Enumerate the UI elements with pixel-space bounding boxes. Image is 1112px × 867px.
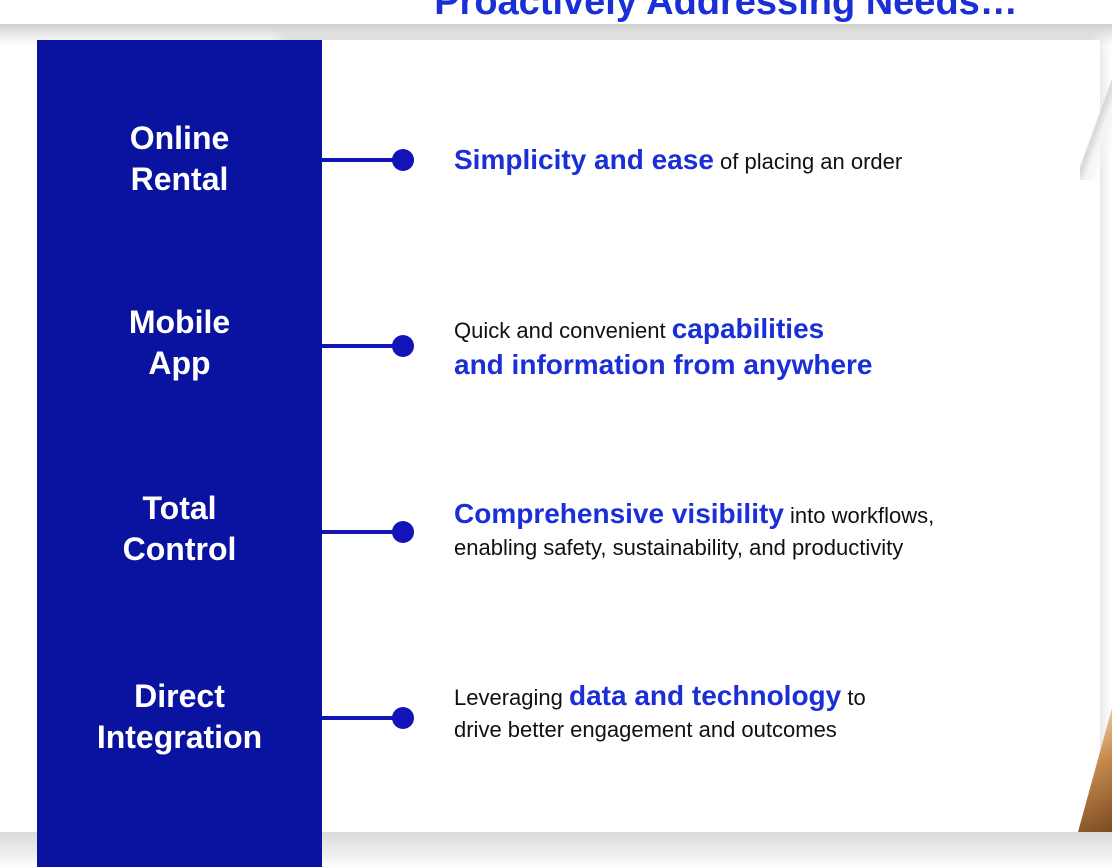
sidebar-item-total-control: Total Control xyxy=(37,488,322,570)
item-description: Leveraging data and technology to drive … xyxy=(454,680,866,746)
sidebar-item-direct-integration: Direct Integration xyxy=(37,676,322,758)
description-highlight: capabilities xyxy=(671,313,825,344)
description-text: Quick and convenient xyxy=(454,318,672,343)
connector-dot xyxy=(392,521,414,543)
description-text: Leveraging xyxy=(454,685,569,710)
connector-dot xyxy=(392,335,414,357)
connector-dot xyxy=(392,149,414,171)
item-description: Comprehensive visibility into workflows,… xyxy=(454,498,934,564)
description-highlight: data and technology xyxy=(568,680,842,711)
sidebar-item-label: Online xyxy=(129,120,230,156)
content-card xyxy=(280,40,1100,832)
sidebar-item-label: Control xyxy=(122,531,237,567)
connector-line xyxy=(322,158,404,162)
description-text: to xyxy=(841,685,866,710)
sidebar-item-label: Total xyxy=(142,490,217,526)
description-highlight: and information from anywhere xyxy=(454,349,873,380)
sidebar-item-mobile-app: Mobile App xyxy=(37,302,322,384)
item-description: Simplicity and ease of placing an order xyxy=(454,146,902,176)
connector-dot xyxy=(392,707,414,729)
sidebar-panel: Online Rental Mobile App Total Control D… xyxy=(37,40,322,867)
description-highlight: Comprehensive visibility xyxy=(454,498,784,529)
description-text: into workflows, xyxy=(783,503,935,528)
item-description: Quick and convenient capabilities and in… xyxy=(454,312,873,384)
description-text: enabling safety, sustainability, and pro… xyxy=(454,535,904,560)
sidebar-item-label: Integration xyxy=(96,719,263,755)
sidebar-item-online-rental: Online Rental xyxy=(37,118,322,200)
page-curl-decoration xyxy=(1080,80,1112,180)
sidebar-item-label: Direct xyxy=(134,678,225,714)
connector-line xyxy=(322,344,404,348)
description-text: drive better engagement and outcomes xyxy=(454,717,837,742)
sidebar-item-label: Mobile xyxy=(128,304,231,340)
sidebar-item-label: App xyxy=(148,345,211,381)
sidebar-item-label: Rental xyxy=(130,161,229,197)
slide-title: Proactively Addressing Needs… xyxy=(434,0,1018,23)
description-highlight: Simplicity and ease xyxy=(454,144,714,175)
connector-line xyxy=(322,530,404,534)
connector-line xyxy=(322,716,404,720)
description-text: of placing an order xyxy=(713,149,903,174)
